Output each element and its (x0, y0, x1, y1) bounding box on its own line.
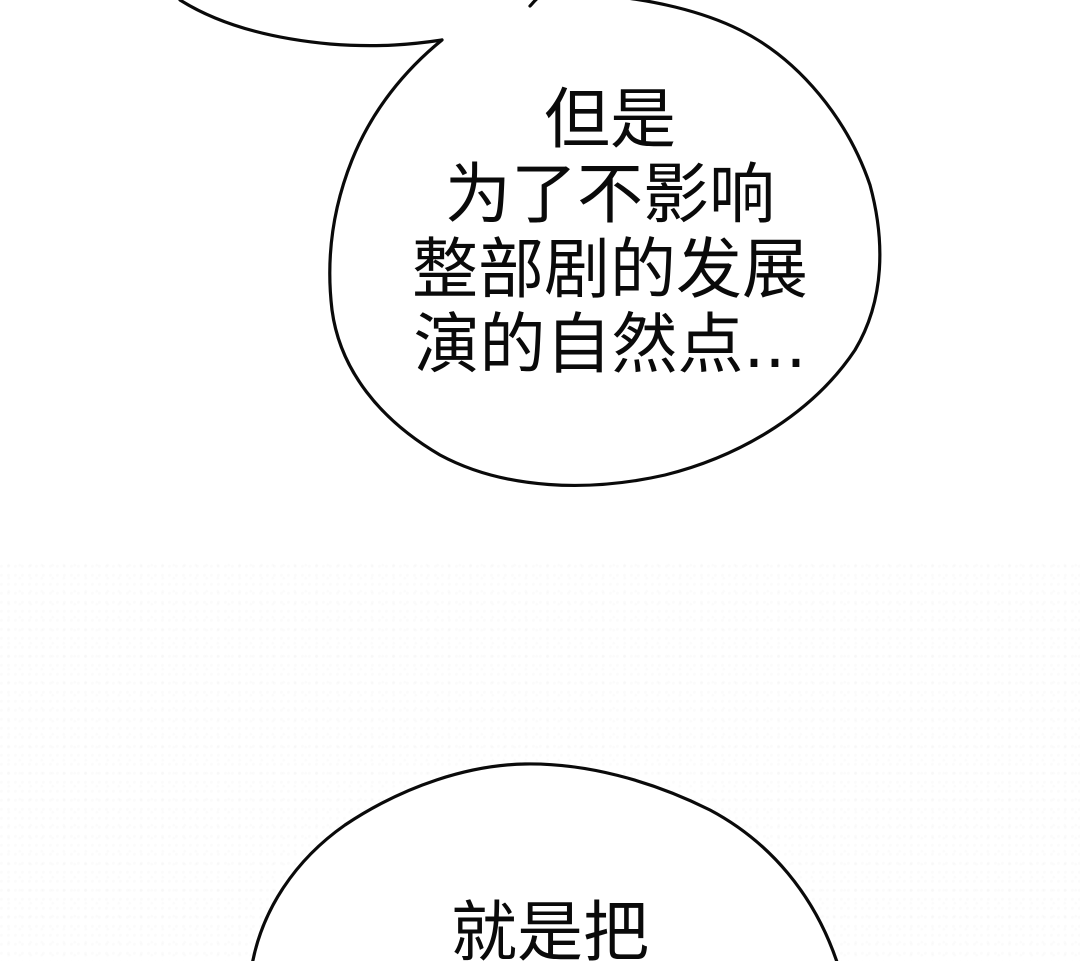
dialogue-line: 但是 (544, 81, 676, 158)
dialogue-line: 为了不影响 (445, 156, 775, 233)
speech-bubble-upper-left-outline (178, 0, 444, 48)
speech-bubble-lower-outline (251, 762, 839, 961)
dialogue-line: 就是把 (451, 894, 649, 971)
dialogue-line: 整部剧的发展 (412, 231, 808, 308)
speech-bubble-main-outline (328, 0, 882, 487)
speech-bubble-lower-text: 就是把 (400, 895, 700, 970)
dialogue-line: 演的自然点... (413, 306, 807, 383)
speech-bubble-main-text: 但是 为了不影响 整部剧的发展 演的自然点... (370, 82, 850, 382)
